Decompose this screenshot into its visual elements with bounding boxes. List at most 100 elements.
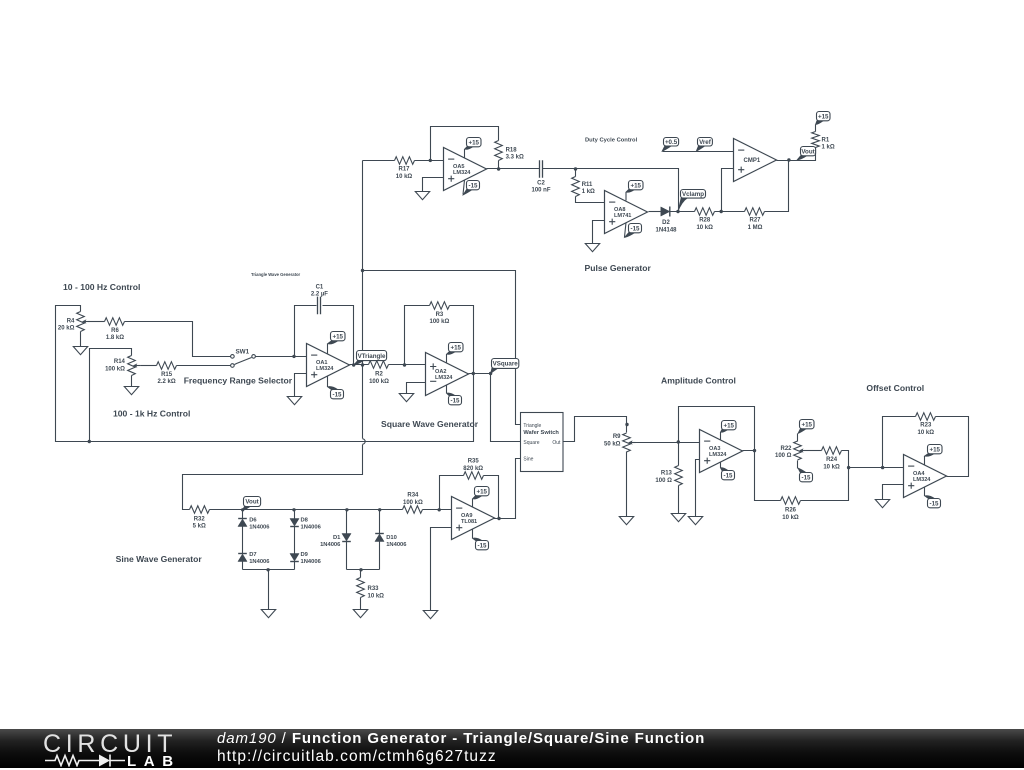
svg-text:R23: R23: [920, 423, 932, 429]
svg-text:Out: Out: [552, 440, 561, 446]
svg-text:OA2: OA2: [435, 369, 447, 375]
svg-text:1N4006: 1N4006: [249, 559, 270, 565]
svg-text:+15: +15: [724, 422, 735, 429]
svg-text:1N4006: 1N4006: [301, 524, 322, 530]
svg-text:1 kΩ: 1 kΩ: [582, 189, 595, 195]
svg-text:LM324: LM324: [709, 452, 727, 458]
svg-text:+15: +15: [477, 488, 488, 495]
svg-text:Pulse Generator: Pulse Generator: [585, 263, 652, 273]
svg-text:+15: +15: [451, 344, 462, 351]
svg-text:OA5: OA5: [453, 164, 465, 170]
svg-text:R9: R9: [613, 434, 621, 440]
svg-text:R34: R34: [407, 493, 419, 499]
svg-text:LM324: LM324: [316, 366, 334, 372]
svg-text:R35: R35: [468, 459, 480, 465]
svg-text:100 nF: 100 nF: [531, 188, 550, 194]
svg-text:+15: +15: [333, 333, 344, 340]
svg-text:R14: R14: [114, 359, 126, 365]
svg-text:Vout: Vout: [801, 148, 814, 155]
svg-text:+15: +15: [631, 182, 642, 189]
svg-text:CMP1: CMP1: [744, 158, 761, 164]
svg-text:1 kΩ: 1 kΩ: [822, 145, 835, 151]
svg-text:2.2 kΩ: 2.2 kΩ: [158, 379, 176, 385]
svg-text:D1: D1: [333, 535, 341, 541]
svg-text:OA3: OA3: [709, 446, 721, 452]
svg-text:VSquare: VSquare: [493, 361, 519, 368]
svg-text:+15: +15: [930, 446, 941, 453]
svg-text:OA8: OA8: [614, 207, 626, 213]
svg-text:Frequency Range Selector: Frequency Range Selector: [184, 375, 293, 385]
svg-text:100 Ω: 100 Ω: [655, 478, 672, 484]
svg-text:-15: -15: [478, 542, 488, 549]
svg-text:Triangle Wave Generator: Triangle Wave Generator: [251, 272, 301, 277]
svg-text:R4: R4: [67, 318, 75, 324]
svg-text:50 kΩ: 50 kΩ: [604, 441, 621, 447]
svg-text:10 kΩ: 10 kΩ: [782, 515, 799, 521]
svg-text:R18: R18: [506, 147, 518, 153]
svg-text:+0.5: +0.5: [665, 139, 678, 146]
svg-text:5 kΩ: 5 kΩ: [193, 524, 206, 530]
svg-text:1N4006: 1N4006: [386, 542, 407, 548]
svg-text:R32: R32: [194, 516, 206, 522]
svg-text:R6: R6: [111, 328, 119, 334]
svg-text:3.3 kΩ: 3.3 kΩ: [506, 155, 524, 161]
svg-text:LM324: LM324: [913, 477, 931, 483]
svg-text:LM324: LM324: [435, 375, 453, 381]
svg-text:D6: D6: [249, 518, 257, 524]
svg-text:10 kΩ: 10 kΩ: [823, 464, 840, 470]
svg-text:Square Wave Generator: Square Wave Generator: [381, 419, 479, 429]
svg-text:Offset Control: Offset Control: [866, 383, 924, 393]
svg-text:-15: -15: [802, 474, 812, 481]
svg-text:R15: R15: [161, 372, 173, 378]
svg-text:100 Ω: 100 Ω: [775, 453, 792, 459]
svg-text:20 kΩ: 20 kΩ: [58, 326, 75, 332]
svg-text:-15: -15: [451, 397, 461, 404]
svg-text:Vref: Vref: [699, 139, 712, 146]
svg-text:C1: C1: [316, 284, 324, 290]
svg-text:Vout: Vout: [245, 499, 258, 506]
svg-text:R2: R2: [375, 372, 383, 378]
svg-text:R17: R17: [398, 167, 410, 173]
svg-text:Sine Wave Generator: Sine Wave Generator: [116, 554, 203, 564]
svg-text:Amplitude Control: Amplitude Control: [661, 375, 736, 385]
svg-text:R22: R22: [780, 446, 792, 452]
svg-text:VTriangle: VTriangle: [358, 353, 386, 360]
svg-text:D10: D10: [386, 535, 397, 541]
svg-text:100 kΩ: 100 kΩ: [105, 366, 125, 372]
svg-text:1.8 kΩ: 1.8 kΩ: [106, 335, 124, 341]
svg-text:1 MΩ: 1 MΩ: [748, 225, 763, 231]
svg-text:-15: -15: [930, 500, 940, 507]
svg-text:100 kΩ: 100 kΩ: [369, 379, 389, 385]
svg-text:1N4148: 1N4148: [655, 227, 677, 233]
svg-text:Duty Cycle Control: Duty Cycle Control: [585, 137, 638, 143]
svg-text:10 kΩ: 10 kΩ: [368, 593, 385, 599]
svg-text:10 - 100 Hz Control: 10 - 100 Hz Control: [63, 282, 140, 292]
svg-text:D9: D9: [301, 552, 309, 558]
svg-text:LM741: LM741: [614, 213, 631, 219]
svg-text:10 kΩ: 10 kΩ: [696, 225, 713, 231]
svg-text:SW1: SW1: [235, 348, 249, 355]
svg-text:100 kΩ: 100 kΩ: [429, 319, 449, 325]
svg-text:-15: -15: [333, 391, 343, 398]
svg-text:Vclamp: Vclamp: [682, 191, 704, 198]
svg-text:-15: -15: [469, 182, 479, 189]
svg-text:D7: D7: [249, 552, 256, 558]
svg-text:Triangle: Triangle: [523, 423, 541, 429]
svg-text:Square: Square: [523, 440, 539, 446]
svg-text:+15: +15: [469, 139, 480, 146]
svg-text:1N4006: 1N4006: [249, 524, 270, 530]
svg-text:R13: R13: [661, 471, 673, 477]
svg-text:TL081: TL081: [461, 519, 477, 525]
svg-text:OA4: OA4: [913, 471, 925, 477]
svg-text:C2: C2: [537, 181, 545, 187]
svg-text:1N4006: 1N4006: [301, 559, 322, 565]
svg-text:-15: -15: [724, 472, 734, 479]
svg-text:R11: R11: [582, 182, 593, 188]
svg-text:R27: R27: [749, 218, 761, 224]
svg-text:+15: +15: [818, 113, 829, 120]
svg-text:1N4006: 1N4006: [320, 542, 341, 548]
svg-text:820 kΩ: 820 kΩ: [463, 466, 483, 472]
svg-text:D8: D8: [301, 518, 309, 524]
svg-text:-15: -15: [631, 225, 641, 232]
svg-text:OA9: OA9: [461, 513, 473, 519]
